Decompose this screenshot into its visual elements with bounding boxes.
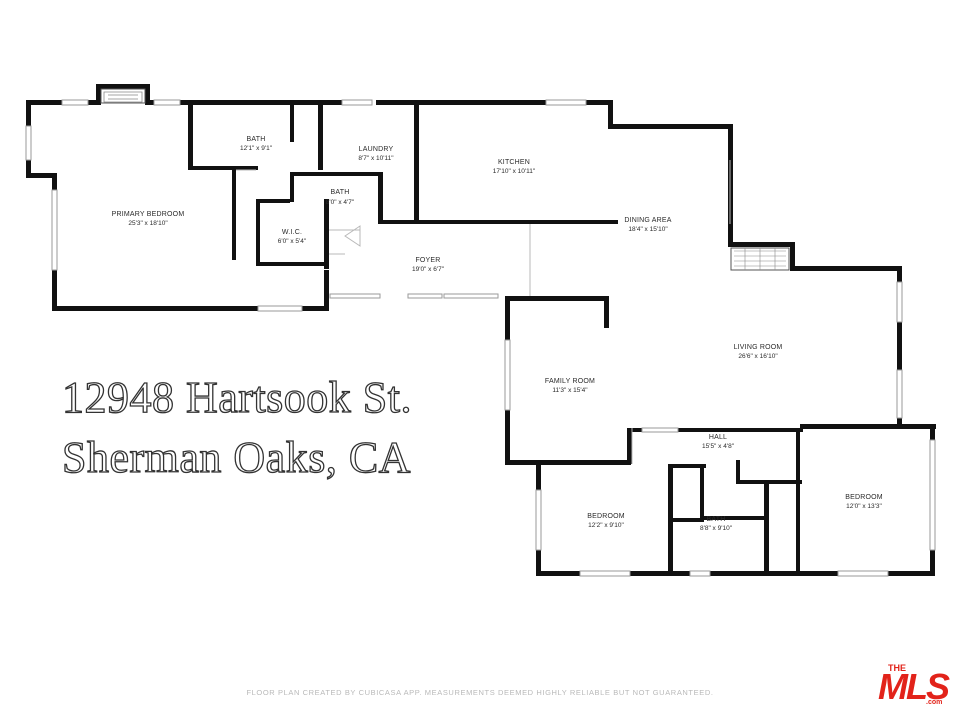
room-foyer-name: FOYER	[415, 257, 440, 264]
room-hall-dims: 15'5" x 4'8"	[702, 443, 735, 450]
room-kitchen-name: KITCHEN	[498, 159, 530, 166]
room-bath-1-name: BATH	[247, 136, 266, 143]
address-line-2: Sherman Oaks, CA	[61, 432, 411, 482]
disclaimer-text: FLOOR PLAN CREATED BY CUBICASA APP. MEAS…	[246, 688, 714, 697]
room-bath-2-dims: 8'0" x 4'7"	[326, 199, 355, 206]
room-bath-3-name: BATH	[707, 516, 726, 523]
room-bedroom-2-dims: 12'0" x 13'3"	[846, 503, 882, 510]
room-dining-area-name: DINING AREA	[624, 217, 671, 224]
room-family-room-name: FAMILY ROOM	[545, 378, 595, 385]
fireplaces	[100, 88, 790, 271]
room-hall-name: HALL	[709, 434, 727, 441]
mls-logo: THE MLS .com	[878, 660, 950, 708]
room-laundry-name: LAUNDRY	[359, 146, 394, 153]
mls-logo-text: MLS	[878, 666, 950, 707]
mls-logo-the: THE	[888, 663, 906, 673]
room-wic-name: W.I.C.	[282, 229, 302, 236]
room-laundry-dims: 8'7" x 10'11"	[358, 155, 394, 162]
room-foyer-dims: 19'0" x 6'7"	[412, 266, 445, 273]
room-living-room-name: LIVING ROOM	[734, 344, 783, 351]
room-dining-area-dims: 18'4" x 15'10"	[628, 226, 668, 233]
room-bath-1-dims: 12'1" x 9'1"	[240, 145, 273, 152]
interior-walls	[188, 100, 802, 576]
room-bath-3-dims: 8'8" x 9'10"	[700, 525, 733, 532]
room-wic-dims: 6'0" x 5'4"	[278, 238, 307, 245]
thin-lines	[236, 160, 731, 464]
address-line-1: 12948 Hartsook St.	[61, 372, 412, 422]
room-bath-2-name: BATH	[331, 189, 350, 196]
room-bedroom-1-name: BEDROOM	[587, 513, 625, 520]
room-kitchen-dims: 17'10" x 10'11"	[493, 168, 536, 175]
room-living-room-dims: 26'6" x 16'10"	[738, 353, 778, 360]
room-labels: PRIMARY BEDROOM 25'3" x 18'10" BATH 12'1…	[112, 136, 883, 532]
mls-logo-com: .com	[926, 699, 943, 706]
room-primary-bedroom-name: PRIMARY BEDROOM	[112, 211, 185, 218]
room-family-room-dims: 11'3" x 15'4"	[552, 387, 588, 394]
room-primary-bedroom-dims: 25'3" x 18'10"	[128, 220, 168, 227]
room-bedroom-2-name: BEDROOM	[845, 494, 883, 501]
room-bedroom-1-dims: 12'2" x 9'10"	[588, 522, 624, 529]
windows	[25, 99, 936, 577]
